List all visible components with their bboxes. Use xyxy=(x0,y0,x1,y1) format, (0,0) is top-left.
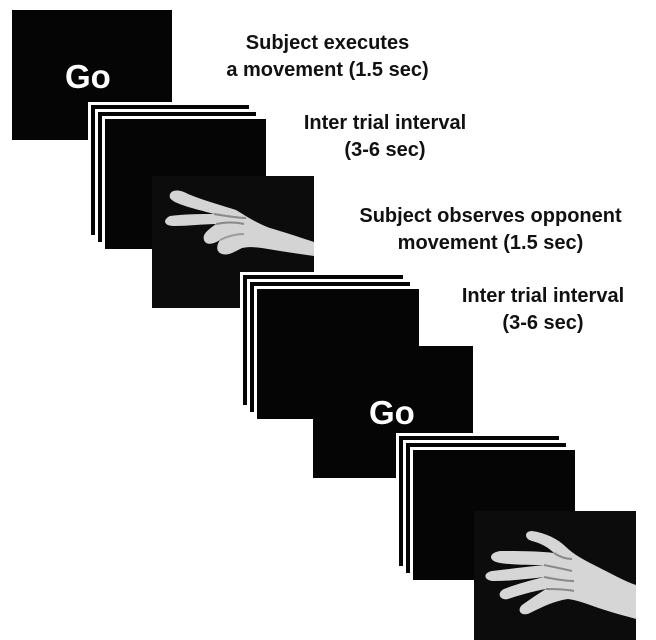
label-observe-line-2: movement (1.5 sec) xyxy=(397,232,584,254)
go-text-2: Go xyxy=(369,394,415,431)
label-observe-line-1: Subject observes opponent xyxy=(359,205,622,227)
label-execute: Subject executes a movement (1.5 sec) xyxy=(205,30,450,84)
label-execute-line-1: Subject executes xyxy=(245,32,410,54)
label-iti-2-line-2: (3-6 sec) xyxy=(502,312,584,334)
label-iti-1-line-1: Inter trial interval xyxy=(303,112,467,134)
hand-paper-icon xyxy=(474,511,636,640)
label-iti-2: Inter trial interval (3-6 sec) xyxy=(430,283,656,337)
label-iti-1: Inter trial interval (3-6 sec) xyxy=(270,110,500,164)
label-iti-2-line-1: Inter trial interval xyxy=(461,285,625,307)
label-execute-line-2: a movement (1.5 sec) xyxy=(226,59,429,81)
label-observe: Subject observes opponent movement (1.5 … xyxy=(325,203,656,257)
label-iti-1-line-2: (3-6 sec) xyxy=(344,139,426,161)
opponent-hand-paper-photo xyxy=(474,511,636,640)
go-text-1: Go xyxy=(65,58,111,95)
